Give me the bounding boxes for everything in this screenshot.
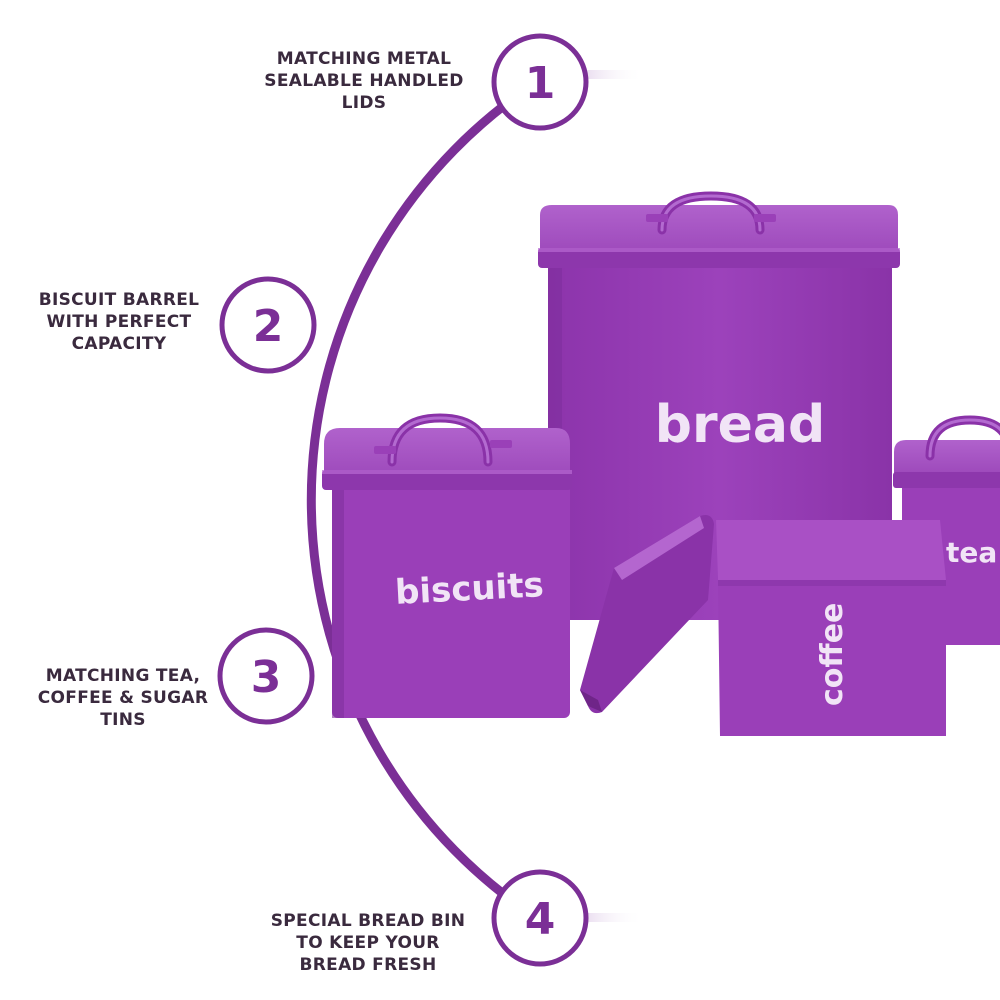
feature-2-line-1: BISCUIT BARREL bbox=[38, 290, 200, 310]
biscuit-tin: biscuits bbox=[322, 413, 572, 718]
feature-3-line-2: COFFEE & SUGAR bbox=[37, 688, 209, 708]
bread-bin-label: bread bbox=[655, 395, 825, 455]
feature-3-line-3: TINS bbox=[100, 710, 146, 730]
feature-caption-3: MATCHING TEA, COFFEE & SUGAR TINS bbox=[20, 665, 226, 731]
feature-2-line-2: WITH PERFECT bbox=[46, 312, 192, 332]
step-badge-2: 2 bbox=[219, 276, 317, 374]
step-number-2: 2 bbox=[253, 301, 284, 352]
timeline-arc bbox=[306, 75, 545, 925]
coffee-tin-label: coffee bbox=[815, 603, 850, 706]
biscuit-tin-label: biscuits bbox=[394, 565, 545, 613]
step-number-4: 4 bbox=[525, 894, 556, 945]
feature-1-line-1: MATCHING METAL bbox=[276, 49, 452, 69]
step-number-3: 3 bbox=[251, 652, 282, 703]
feature-caption-2: BISCUIT BARREL WITH PERFECT CAPACITY bbox=[20, 289, 218, 355]
feature-3-line-1: MATCHING TEA, bbox=[45, 666, 201, 686]
tea-tin-label: tea bbox=[946, 536, 997, 569]
feature-caption-1: MATCHING METAL SEALABLE HANDLED LIDS bbox=[242, 48, 486, 114]
feature-1-line-2: SEALABLE HANDLED bbox=[264, 71, 464, 91]
feature-caption-4: SPECIAL BREAD BIN TO KEEP YOUR BREAD FRE… bbox=[250, 910, 486, 976]
feature-4-line-1: SPECIAL BREAD BIN bbox=[270, 911, 466, 931]
coffee-tin-lid bbox=[580, 515, 714, 714]
step-badge-4: 4 bbox=[491, 869, 589, 967]
connector-line-4 bbox=[584, 913, 644, 922]
step-badge-1: 1 bbox=[491, 33, 589, 131]
step-badge-3: 3 bbox=[217, 627, 315, 725]
connector-line-1 bbox=[584, 70, 644, 79]
feature-1-line-3: LIDS bbox=[341, 93, 387, 113]
feature-4-line-2: TO KEEP YOUR bbox=[296, 933, 440, 953]
feature-4-line-3: BREAD FRESH bbox=[299, 955, 437, 975]
coffee-tin: coffee bbox=[580, 515, 946, 736]
feature-2-line-3: CAPACITY bbox=[71, 334, 167, 354]
step-number-1: 1 bbox=[525, 58, 556, 109]
